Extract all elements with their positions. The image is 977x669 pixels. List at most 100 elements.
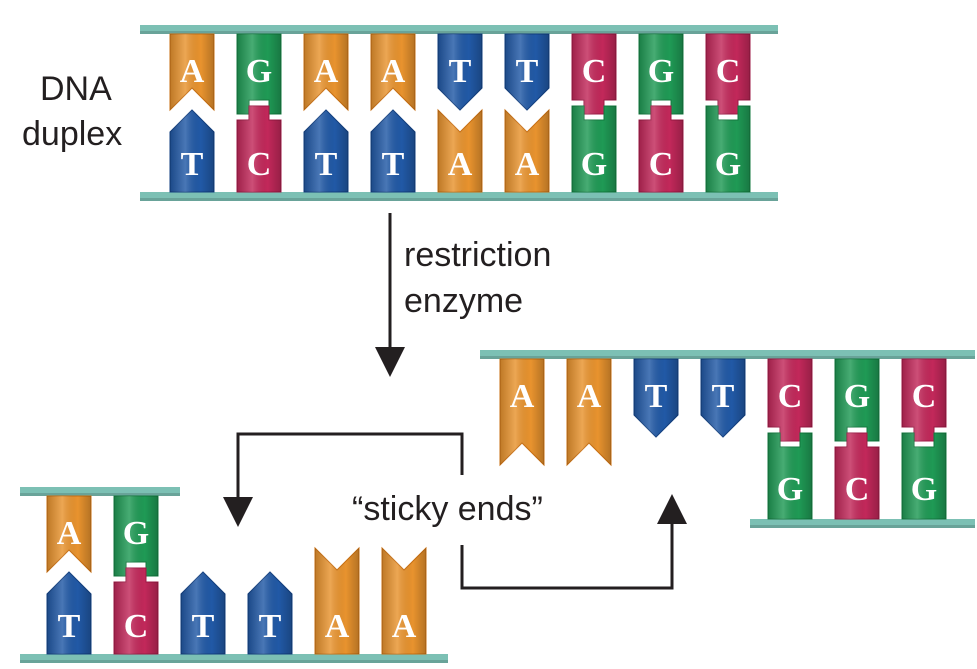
base-shading: [47, 572, 91, 654]
base-shading: [371, 110, 415, 192]
base-letter: C: [716, 53, 741, 90]
base-letter: G: [648, 53, 674, 90]
base-shading: [572, 106, 616, 192]
base-C-duplex-bottom-7: C: [638, 105, 684, 193]
base-letter: G: [715, 146, 741, 183]
dna-label-line1: DNA: [40, 70, 112, 108]
left-bottom-backbone: [20, 654, 448, 663]
base-G-left-top-1: G: [113, 495, 159, 577]
base-shading: [835, 359, 879, 441]
base-letter: A: [325, 608, 350, 645]
base-shading: [47, 496, 91, 572]
base-letter: C: [912, 378, 937, 415]
base-letter: A: [381, 53, 406, 90]
base-letter: T: [192, 608, 215, 645]
base-shading: [237, 34, 281, 114]
base-shading: [248, 572, 292, 654]
right-bottom-backbone: [750, 519, 975, 528]
base-shading: [835, 433, 879, 519]
base-shading: [237, 106, 281, 192]
base-letter: A: [57, 515, 82, 552]
base-letter: A: [515, 146, 540, 183]
base-T-left-bottom-3: T: [247, 571, 293, 655]
base-C-left-bottom-1: C: [113, 567, 159, 655]
base-T-duplex-top-4: T: [437, 33, 483, 111]
base-C-right-bottom-1: C: [834, 432, 880, 520]
base-letter: T: [449, 53, 472, 90]
base-letter: T: [259, 608, 282, 645]
base-T-left-bottom-0: T: [46, 571, 92, 655]
sticky-arrow-right: [460, 494, 687, 590]
base-shading: [438, 34, 482, 110]
base-shading: [639, 106, 683, 192]
base-C-duplex-bottom-1: C: [236, 105, 282, 193]
base-A-right-top-1: A: [566, 358, 612, 467]
base-C-right-top-4: C: [767, 358, 813, 442]
base-shading: [170, 34, 214, 110]
base-shading: [304, 34, 348, 110]
base-G-right-bottom-2: G: [901, 432, 947, 520]
base-letter: T: [382, 146, 405, 183]
base-A-left-bottom-5: A: [381, 546, 427, 655]
left-top-backbone: [20, 487, 180, 496]
base-letter: C: [582, 53, 607, 90]
base-shading: [768, 433, 812, 519]
base-shading: [438, 110, 482, 192]
base-T-duplex-bottom-3: T: [370, 109, 416, 193]
dna-label-line2: duplex: [22, 115, 122, 153]
base-letter: T: [645, 378, 668, 415]
base-G-duplex-bottom-8: G: [705, 105, 751, 193]
base-letter: G: [777, 471, 803, 508]
base-letter: C: [778, 378, 803, 415]
duplex-top-backbone-shadow: [140, 31, 778, 34]
base-letter: A: [392, 608, 417, 645]
base-letter: G: [911, 471, 937, 508]
base-letter: C: [845, 471, 870, 508]
duplex-bottom-backbone: [140, 192, 778, 201]
base-T-right-top-2: T: [633, 358, 679, 438]
right-top-backbone: [480, 350, 975, 359]
base-G-right-bottom-0: G: [767, 432, 813, 520]
base-shading: [567, 359, 611, 465]
base-letter: C: [247, 146, 272, 183]
base-T-duplex-top-5: T: [504, 33, 550, 111]
base-A-right-top-0: A: [499, 358, 545, 467]
base-A-left-bottom-4: A: [314, 546, 360, 655]
base-letter: G: [844, 378, 870, 415]
base-shading: [902, 359, 946, 441]
sticky-arrow-left: [223, 432, 464, 527]
base-shading: [706, 106, 750, 192]
base-T-right-top-3: T: [700, 358, 746, 438]
right-bottom-backbone-shadow: [750, 525, 975, 528]
base-shading: [902, 433, 946, 519]
base-A-duplex-top-0: A: [169, 33, 215, 112]
base-shading: [639, 34, 683, 114]
base-shading: [371, 34, 415, 110]
base-letter: T: [315, 146, 338, 183]
base-letter: G: [246, 53, 272, 90]
left-bottom-backbone-shadow: [20, 660, 448, 663]
base-letter: T: [516, 53, 539, 90]
base-A-duplex-top-2: A: [303, 33, 349, 112]
base-shading: [572, 34, 616, 114]
base-letter: T: [181, 146, 204, 183]
base-shading: [114, 568, 158, 654]
base-A-left-top-0: A: [46, 495, 92, 574]
sticky-ends-label: “sticky ends”: [352, 490, 543, 528]
base-shading: [170, 110, 214, 192]
base-C-duplex-top-6: C: [571, 33, 617, 115]
base-letter: A: [577, 378, 602, 415]
base-letter: A: [180, 53, 205, 90]
base-A-duplex-top-3: A: [370, 33, 416, 112]
base-shading: [505, 110, 549, 192]
base-G-duplex-bottom-6: G: [571, 105, 617, 193]
duplex-bottom-backbone-shadow: [140, 198, 778, 201]
base-shading: [634, 359, 678, 437]
base-shading: [500, 359, 544, 465]
base-letter: C: [649, 146, 674, 183]
